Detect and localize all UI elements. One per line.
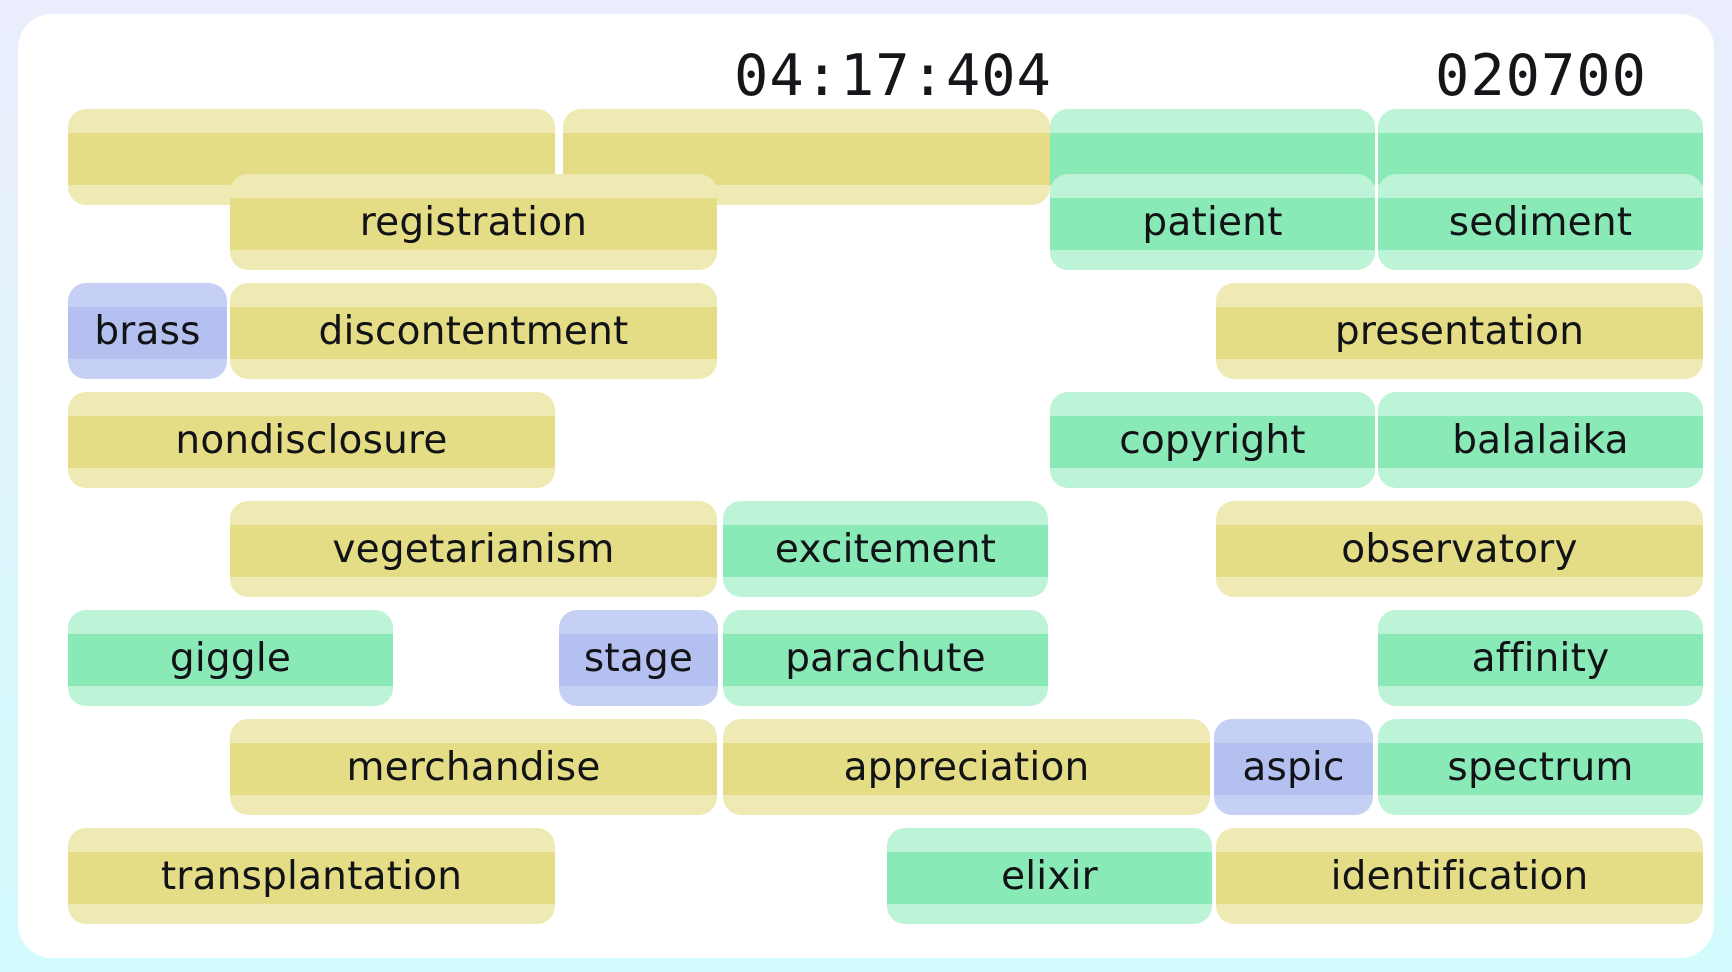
tile-label: copyright <box>1119 417 1306 463</box>
word-tile-presentation[interactable]: presentation <box>1216 283 1703 379</box>
tile-band <box>230 307 717 359</box>
tile-band <box>1214 743 1373 795</box>
word-tile-merchandise[interactable]: merchandise <box>230 719 717 815</box>
tile-band <box>1378 198 1703 250</box>
tile-band <box>723 525 1048 577</box>
tile-band <box>887 852 1212 904</box>
tile-label: stage <box>583 635 694 681</box>
word-tile-affinity[interactable]: affinity <box>1378 610 1703 706</box>
word-tile-brass[interactable]: brass <box>68 283 227 379</box>
tile-band <box>1216 307 1703 359</box>
tile-band <box>68 307 227 359</box>
tile-label: registration <box>359 199 588 245</box>
tile-label: presentation <box>1334 308 1585 354</box>
word-tile-excitement[interactable]: excitement <box>723 501 1048 597</box>
tile-label: brass <box>94 308 201 354</box>
tile-band <box>1378 416 1703 468</box>
tile-label: patient <box>1142 199 1283 245</box>
word-tile-giggle[interactable]: giggle <box>68 610 393 706</box>
word-tile-sediment[interactable]: sediment <box>1378 174 1703 270</box>
tile-label: identification <box>1330 853 1589 899</box>
tile-label: transplantation <box>160 853 463 899</box>
tile-band <box>1216 525 1703 577</box>
tile-band <box>723 634 1048 686</box>
tile-label: parachute <box>785 635 986 681</box>
tile-band <box>230 743 717 795</box>
word-tile-vegetarianism[interactable]: vegetarianism <box>230 501 717 597</box>
word-tile-transplantation[interactable]: transplantation <box>68 828 555 924</box>
tile-band <box>68 416 555 468</box>
word-tile-appreciation[interactable]: appreciation <box>723 719 1210 815</box>
tile-label: aspic <box>1242 744 1345 790</box>
tile-label: discontentment <box>318 308 629 354</box>
tile-label: observatory <box>1341 526 1578 572</box>
word-tile-elixir[interactable]: elixir <box>887 828 1212 924</box>
word-tile-balalaika[interactable]: balalaika <box>1378 392 1703 488</box>
tile-band <box>1216 852 1703 904</box>
tile-band <box>68 852 555 904</box>
tile-label: giggle <box>169 635 292 681</box>
tile-band <box>1050 198 1375 250</box>
word-tile-copyright[interactable]: copyright <box>1050 392 1375 488</box>
tile-band <box>723 743 1210 795</box>
tile-label: vegetarianism <box>332 526 615 572</box>
tile-label: elixir <box>1001 853 1098 899</box>
word-tile-spectrum[interactable]: spectrum <box>1378 719 1703 815</box>
word-tile-nondisclosure[interactable]: nondisclosure <box>68 392 555 488</box>
tile-label: affinity <box>1471 635 1610 681</box>
tile-band <box>1378 634 1703 686</box>
word-tile-aspic[interactable]: aspic <box>1214 719 1373 815</box>
word-tile-field: registration patient sediment brass disconte… <box>18 14 1714 958</box>
word-tile-identification[interactable]: identification <box>1216 828 1703 924</box>
tile-band <box>1050 416 1375 468</box>
word-tile-discontentment[interactable]: discontentment <box>230 283 717 379</box>
tile-band <box>230 198 717 250</box>
word-tile-observatory[interactable]: observatory <box>1216 501 1703 597</box>
word-tile-patient[interactable]: patient <box>1050 174 1375 270</box>
tile-band <box>1378 743 1703 795</box>
tile-band <box>68 634 393 686</box>
word-tile-stage[interactable]: stage <box>559 610 718 706</box>
tile-label: sediment <box>1448 199 1633 245</box>
tile-label: spectrum <box>1447 744 1634 790</box>
tile-label: merchandise <box>346 744 601 790</box>
tile-label: nondisclosure <box>175 417 448 463</box>
tile-band <box>230 525 717 577</box>
word-tile-parachute[interactable]: parachute <box>723 610 1048 706</box>
tile-label: appreciation <box>843 744 1090 790</box>
tile-label: excitement <box>774 526 997 572</box>
tile-label: balalaika <box>1452 417 1629 463</box>
tile-band <box>559 634 718 686</box>
word-tile-registration[interactable]: registration <box>230 174 717 270</box>
